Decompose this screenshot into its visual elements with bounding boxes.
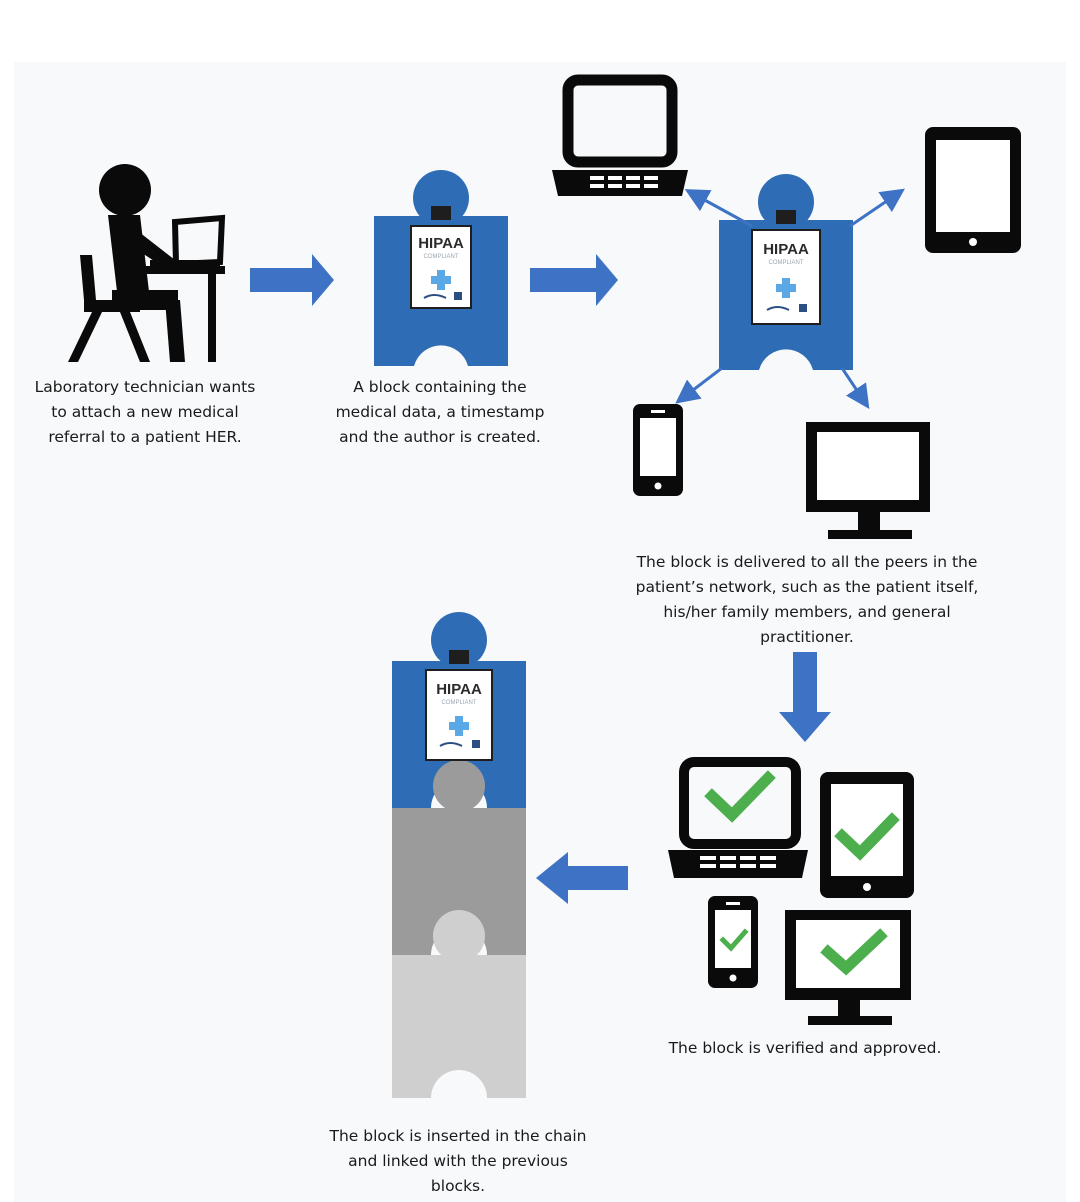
block-chain-stack: HIPAA COMPLIANT [392,612,526,1098]
svg-text:COMPLIANT: COMPLIANT [423,254,458,260]
caption-step-2: A block containing the medical data, a t… [335,378,545,446]
distribution-arrows [675,188,905,409]
smartphone-icon [633,404,683,496]
svg-text:HIPAA: HIPAA [418,235,464,252]
svg-text:COMPLIANT: COMPLIANT [441,700,476,706]
hipaa-block-icon: HIPAA COMPLIANT [719,174,853,370]
monitor-icon [806,422,930,539]
diagram-background [14,62,1066,1202]
checkmark-icon [704,770,776,823]
monitor-icon [785,910,911,1025]
flow-arrow-right [250,254,334,306]
flow-arrow-left [536,852,628,904]
laptop-icon [552,74,688,196]
caption-step-5: The block is inserted in the chain and l… [329,1127,587,1195]
caption-step-1: Laboratory technician wants to attach a … [34,378,256,446]
checkmark-icon [719,928,749,952]
tablet-icon [925,127,1021,253]
flow-arrow-down [779,652,831,742]
caption-step-4: The block is verified and approved. [668,1039,942,1057]
person-at-computer-icon [68,164,226,362]
checkmark-icon [834,812,900,861]
hipaa-block-icon: HIPAA COMPLIANT [374,170,508,366]
caption-step-3: The block is delivered to all the peers … [635,553,979,646]
svg-text:COMPLIANT: COMPLIANT [768,260,803,266]
verified-devices [668,757,914,1025]
smartphone-icon [708,896,758,988]
laptop-icon [668,757,808,878]
checkmark-icon [820,928,888,976]
svg-text:HIPAA: HIPAA [436,681,482,698]
flow-arrow-right [530,254,618,306]
svg-text:HIPAA: HIPAA [763,241,809,258]
tablet-icon [820,772,914,898]
